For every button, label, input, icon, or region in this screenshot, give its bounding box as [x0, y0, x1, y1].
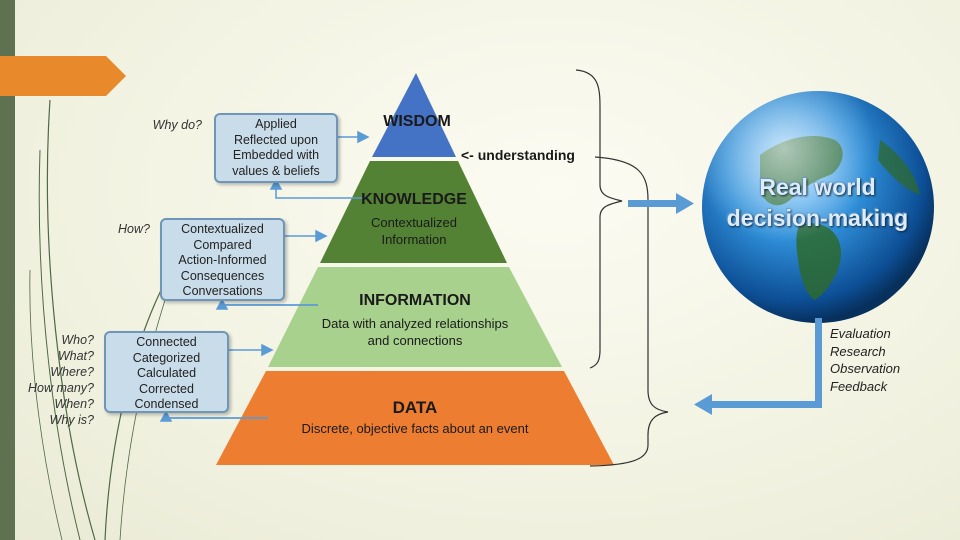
arrow-to-globe [628, 193, 694, 214]
orange-tab [0, 56, 126, 96]
feedback-feedback: Feedback [830, 378, 888, 394]
level-title-information: INFORMATION [359, 292, 471, 309]
connector-arrows [159, 130, 370, 422]
box-information: Connected Categorized Calculated Correct… [104, 331, 229, 413]
level-subtitle-information-line-2: and connections [367, 333, 463, 348]
feedback-research: Research [830, 343, 886, 359]
pyramid-layer-data [216, 371, 614, 465]
box-knowledge-line-4: Consequences [180, 268, 265, 283]
understanding-label: <- understanding [461, 147, 575, 163]
question-how-many: How many? [28, 381, 94, 395]
feedback-list: Evaluation Research Observation Feedback [830, 325, 900, 395]
box-information-line-1: Connected [136, 335, 197, 349]
box-knowledge-line-2: Compared [193, 237, 252, 252]
question-who: Who? [61, 333, 94, 347]
box-wisdom: Applied Reflected upon Embedded with val… [214, 113, 338, 183]
globe-label: Real world decision-making [705, 172, 930, 234]
level-subtitle-information-line-1: Data with analyzed relationships [321, 316, 509, 331]
box-information-line-3: Calculated [136, 366, 197, 380]
feedback-return-arrow [694, 318, 822, 415]
right-brace-top [575, 69, 623, 369]
pyramid-layer-knowledge [320, 161, 507, 263]
level-subtitle-knowledge: Contextualized Information [334, 214, 494, 248]
question-list: Who? What? Where? How many? When? Why is… [14, 332, 94, 428]
globe-label-line-1: Real world [759, 174, 876, 200]
left-accent-bar [0, 0, 15, 540]
level-subtitle-knowledge-line-1: Contextualized [371, 215, 457, 230]
level-title-data: DATA [392, 398, 438, 417]
question-where: Where? [50, 365, 94, 379]
level-title-wisdom: WISDOM [383, 113, 451, 130]
question-how: How? [118, 222, 150, 236]
level-subtitle-data-line-1: Discrete, objective facts about an event [301, 421, 529, 436]
pyramid-layer-wisdom [372, 73, 456, 157]
box-wisdom-line-3: Embedded with [232, 148, 320, 162]
feedback-observation: Observation [830, 361, 901, 376]
pyramid-layer-information [268, 267, 562, 367]
box-wisdom-line-4: values & beliefs [232, 163, 320, 178]
box-wisdom-line-1: Applied [255, 117, 297, 131]
level-subtitle-data: Discrete, objective facts about an event [265, 420, 565, 437]
box-knowledge-line-1: Contextualized [181, 222, 264, 236]
globe [702, 91, 934, 323]
question-why-is: Why is? [49, 413, 94, 427]
level-subtitle-information: Data with analyzed relationships and con… [295, 315, 535, 349]
box-knowledge-line-3: Action-Informed [178, 253, 267, 267]
box-knowledge: Contextualized Compared Action-Informed … [160, 218, 285, 301]
level-title-knowledge: KNOWLEDGE [361, 191, 467, 208]
box-information-line-4: Corrected [139, 381, 194, 396]
question-when: When? [54, 397, 94, 411]
right-brace-bottom [589, 156, 669, 467]
decorative-swoosh-lines [29, 99, 186, 540]
feedback-evaluation: Evaluation [830, 326, 891, 341]
globe-label-line-2: decision-making [726, 205, 909, 231]
box-knowledge-line-5: Conversations [182, 284, 263, 298]
question-what: What? [57, 349, 94, 363]
question-why-do: Why do? [152, 118, 202, 132]
level-subtitle-knowledge-line-2: Information [381, 232, 447, 247]
box-wisdom-line-2: Reflected upon [233, 132, 319, 147]
box-information-line-2: Categorized [132, 350, 201, 365]
box-information-line-5: Condensed [134, 397, 199, 411]
